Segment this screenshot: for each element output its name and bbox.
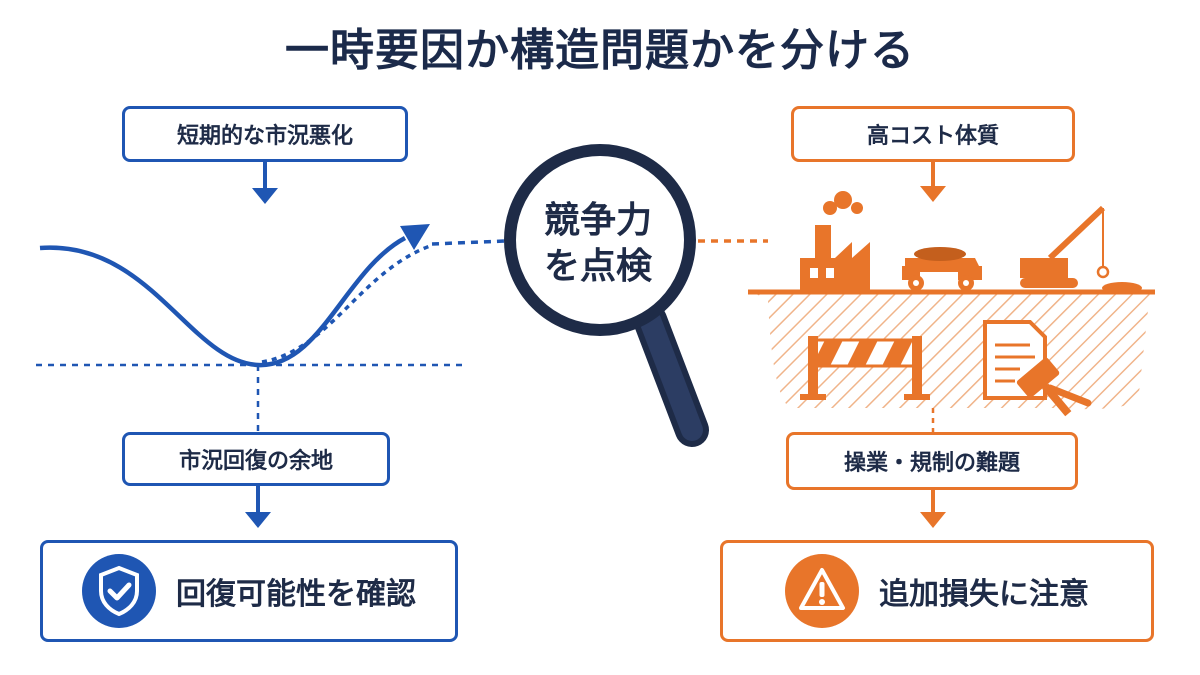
high-cost-structure-box: 高コスト体質 xyxy=(791,106,1075,162)
recovery-dotted-line xyxy=(261,244,431,364)
short-term-downturn-label: 短期的な市況悪化 xyxy=(176,124,353,149)
center-label-line2: を点検 xyxy=(544,246,653,287)
factory-icon xyxy=(800,191,870,290)
additional-loss-warning-label: 追加損失に注意 xyxy=(879,577,1089,612)
left-bottom-arrow xyxy=(245,486,271,528)
additional-loss-warning-box: 追加損失に注意 xyxy=(720,540,1154,642)
left-top-arrow xyxy=(252,162,278,204)
center-label-line1: 競争力 xyxy=(544,200,652,241)
operation-regulation-box: 操業・規制の難題 xyxy=(786,432,1078,490)
crane-icon xyxy=(1020,205,1142,294)
curve-arrowhead xyxy=(400,224,430,250)
market-recovery-room-label: 市況回復の余地 xyxy=(178,449,333,474)
page-title: 一時要因か構造問題かを分ける xyxy=(285,25,915,76)
market-recovery-room-box: 市況回復の余地 xyxy=(122,432,390,486)
magnifier-icon xyxy=(504,144,709,447)
document-gavel-icon xyxy=(983,320,1092,417)
right-top-arrow xyxy=(920,162,946,202)
market-curve-chart xyxy=(36,224,506,432)
operation-regulation-label: 操業・規制の難題 xyxy=(843,451,1020,476)
shield-check-icon xyxy=(82,554,156,628)
right-bottom-arrow xyxy=(920,490,946,528)
confirm-recovery-label: 回復可能性を確認 xyxy=(176,577,416,612)
warning-icon xyxy=(785,554,859,628)
dump-truck-icon xyxy=(902,247,982,291)
confirm-recovery-box: 回復可能性を確認 xyxy=(40,540,458,642)
barrier-icon xyxy=(800,336,930,400)
short-term-downturn-box: 短期的な市況悪化 xyxy=(122,106,408,162)
market-curve-line xyxy=(39,236,407,368)
high-cost-structure-label: 高コスト体質 xyxy=(866,124,999,149)
